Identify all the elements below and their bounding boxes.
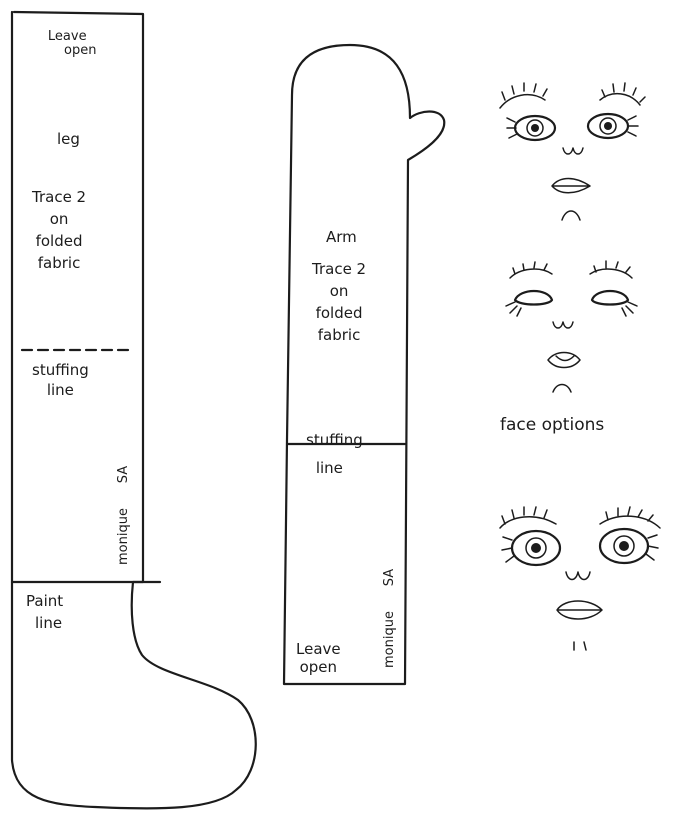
left-brow-icon xyxy=(499,506,557,529)
leg-instructions: Trace 2 on folded fabric xyxy=(32,188,87,272)
right-brow-icon xyxy=(599,82,646,106)
leg-leave-open-label: Leave open xyxy=(47,29,97,58)
right-brow-icon xyxy=(599,506,661,529)
right-brow-icon xyxy=(589,260,633,279)
leg-outline xyxy=(10,10,257,810)
mouth-icon xyxy=(551,177,591,194)
mouth-icon xyxy=(556,600,603,620)
left-brow-icon xyxy=(499,82,548,109)
chin-icon xyxy=(573,641,587,651)
face-options-caption: face options xyxy=(500,415,605,435)
face-option-open-eyes xyxy=(499,82,646,221)
arm-leave-open-label: Leave open xyxy=(296,640,341,676)
nose-icon xyxy=(562,147,584,155)
leg-pattern-piece xyxy=(10,10,257,810)
chin-icon xyxy=(561,210,581,221)
arm-instructions: Trace 2 on folded fabric xyxy=(312,260,367,344)
leg-name-label: leg xyxy=(57,130,80,148)
leg-credit: monique SA xyxy=(116,465,131,565)
arm-credit: monique SA xyxy=(382,568,397,668)
leg-paint-line-label: Paint line xyxy=(26,592,64,632)
left-closed-eye-icon xyxy=(513,289,554,306)
right-closed-eye-icon xyxy=(590,289,630,306)
arm-outline xyxy=(282,43,446,686)
left-brow-icon xyxy=(509,261,553,279)
arm-pattern-piece xyxy=(282,43,446,686)
leg-stuffing-line-label: stuffing line xyxy=(32,361,89,399)
mouth-icon xyxy=(547,351,581,369)
nose-icon xyxy=(552,321,574,329)
arm-stuffing-line-label: stuffing line xyxy=(306,431,363,477)
face-option-closed-eyes xyxy=(505,260,638,393)
arm-name-label: Arm xyxy=(326,228,357,246)
right-eye-icon xyxy=(586,112,630,140)
chin-icon xyxy=(552,383,572,393)
nose-icon xyxy=(565,571,591,581)
face-option-wide-eyes xyxy=(499,506,661,651)
